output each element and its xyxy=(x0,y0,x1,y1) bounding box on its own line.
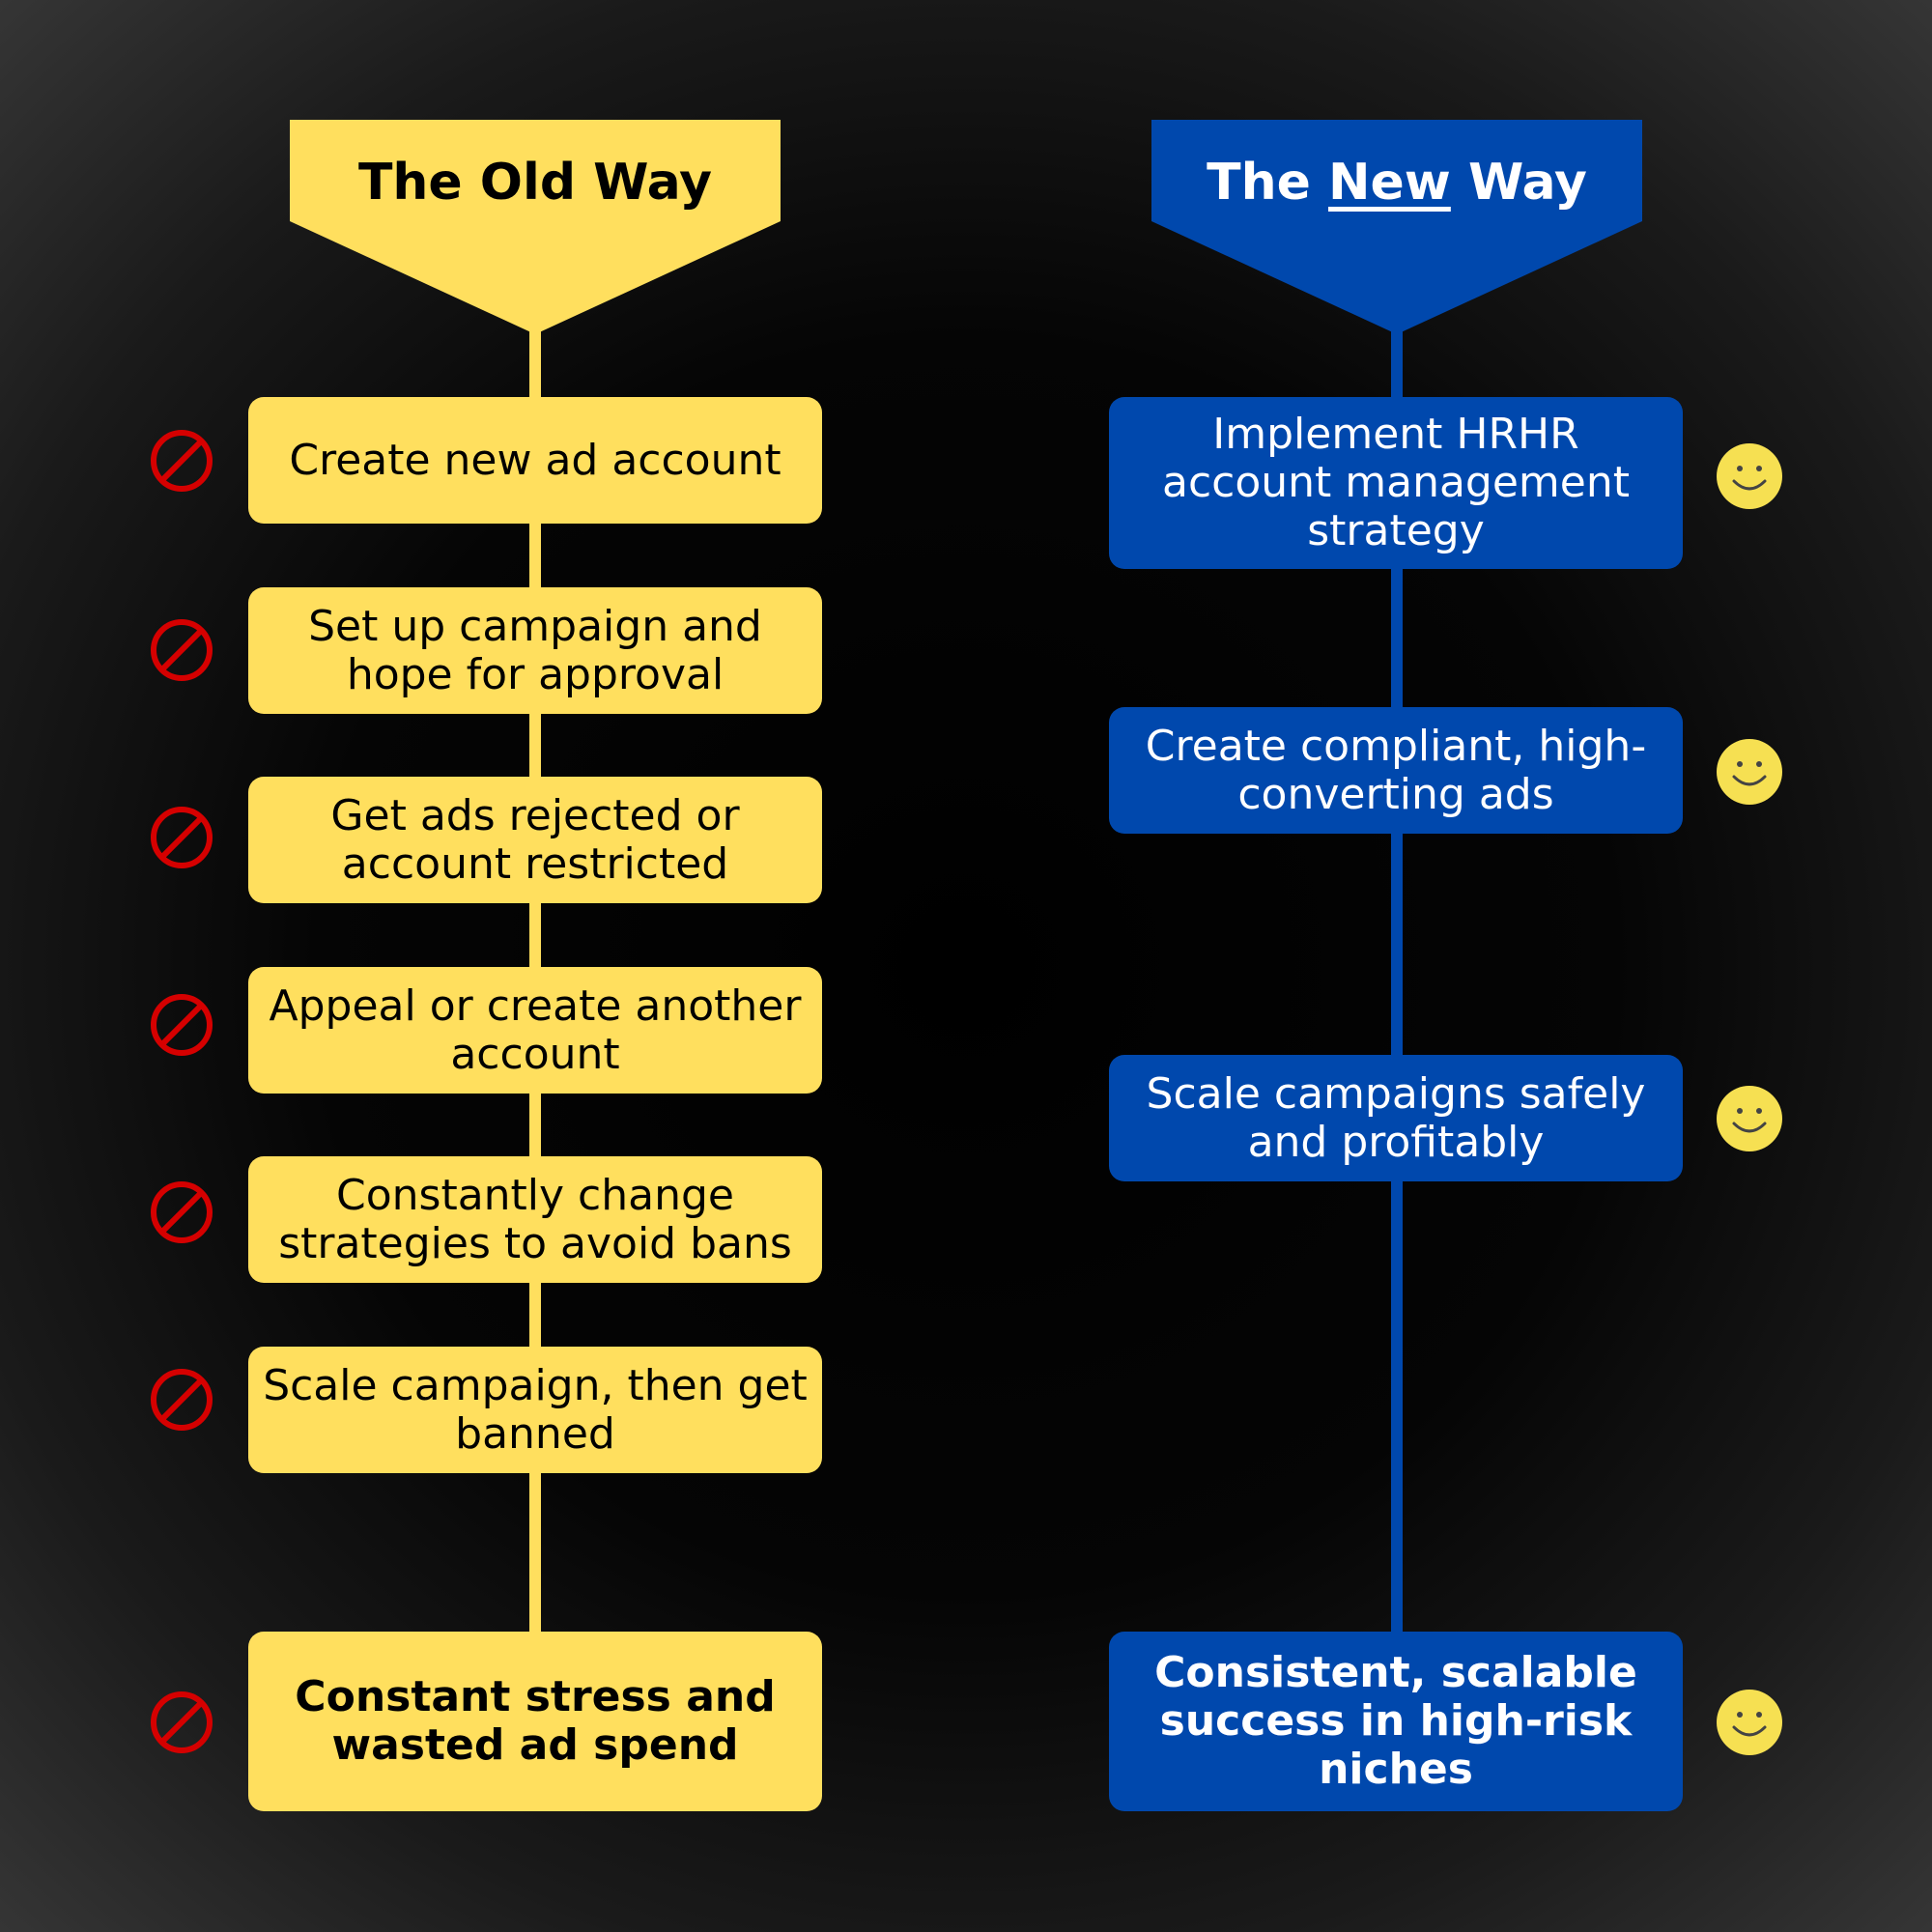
old-step-4: Appeal or create another account xyxy=(248,967,822,1094)
smiley-face-icon xyxy=(1717,739,1782,805)
old-step-2: Set up campaign and hope for approval xyxy=(248,587,822,714)
prohibited-icon xyxy=(151,994,213,1056)
prohibited-icon xyxy=(151,430,213,492)
new-step-4-outcome: Consistent, scalable success in high-ris… xyxy=(1109,1632,1683,1811)
prohibited-icon xyxy=(151,1181,213,1243)
new-way-title: The New Way xyxy=(1151,154,1642,212)
smiley-face-icon xyxy=(1717,443,1782,509)
new-step-3: Scale campaigns safely and profitably xyxy=(1109,1055,1683,1181)
new-step-2: Create compliant, high-converting ads xyxy=(1109,707,1683,834)
old-step-7-outcome: Constant stress and wasted ad spend xyxy=(248,1632,822,1811)
prohibited-icon xyxy=(151,1369,213,1431)
new-way-connector-line xyxy=(1391,319,1403,1642)
new-step-1: Implement HRHR account management strate… xyxy=(1109,397,1683,569)
prohibited-icon xyxy=(151,1691,213,1753)
old-step-3: Get ads rejected or account restricted xyxy=(248,777,822,903)
old-way-header: The Old Way xyxy=(290,120,781,334)
new-way-title-prefix: The xyxy=(1207,154,1329,212)
new-way-arrow-shape xyxy=(1151,120,1642,334)
new-way-title-emphasis: New xyxy=(1328,154,1451,212)
new-way-title-suffix: Way xyxy=(1450,154,1587,212)
old-way-title: The Old Way xyxy=(357,154,713,212)
smiley-face-icon xyxy=(1717,1690,1782,1755)
old-step-1: Create new ad account xyxy=(248,397,822,524)
smiley-face-icon xyxy=(1717,1086,1782,1151)
old-step-6: Scale campaign, then get banned xyxy=(248,1347,822,1473)
new-way-header: The New Way xyxy=(1151,120,1642,334)
prohibited-icon xyxy=(151,619,213,681)
old-step-5: Constantly change strategies to avoid ba… xyxy=(248,1156,822,1283)
old-way-arrow-shape xyxy=(290,120,781,334)
prohibited-icon xyxy=(151,807,213,868)
